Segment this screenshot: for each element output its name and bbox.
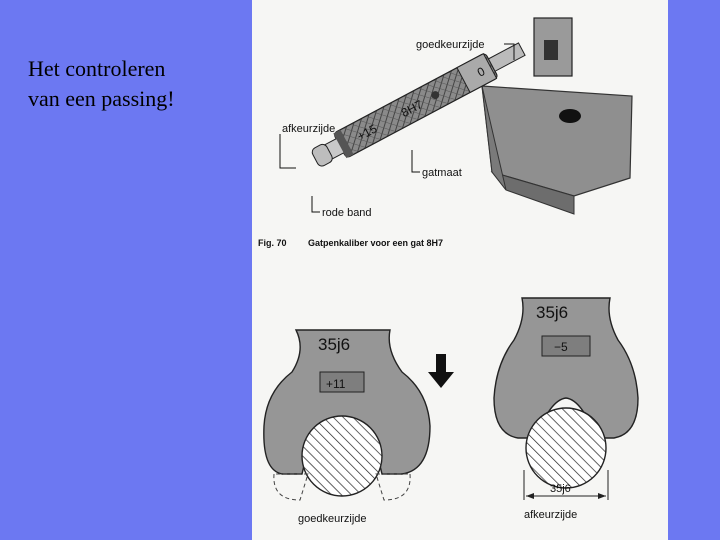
snap-right-size: 35j6: [536, 303, 568, 322]
slide-title: Het controleren van een passing!: [28, 56, 175, 111]
leader-gatmaat: [411, 150, 420, 173]
holder-hole: [559, 109, 581, 123]
holder-front: [481, 85, 507, 191]
no-go-tip: [311, 143, 333, 167]
snap-gauge-left-dashed: [273, 473, 411, 501]
label-afkeurzijde-bottom: afkeurzijde: [524, 509, 577, 521]
shaft-right: [525, 407, 607, 489]
gauge-illustration: 0 8H7 +15 goedkeurzijde afkeurzijde gatm…: [258, 17, 639, 525]
snap-gauge-left-plate: [319, 371, 365, 393]
dimension-arrow-left: [526, 493, 534, 499]
clamp-slot: [544, 40, 558, 60]
label-afkeurzijde-top: afkeurzijde: [282, 123, 335, 135]
caption-text: Gatpenkaliber voor een gat 8H7: [308, 238, 443, 248]
down-arrow-icon: [428, 354, 454, 388]
snap-gauge-left: 35j6 +11 goedkeurzijde: [263, 329, 431, 525]
gauge-screw: [431, 91, 440, 100]
caption-number: Fig. 70: [258, 238, 287, 248]
leader-afkeurzijde: [279, 134, 296, 169]
figure-panel: 0 8H7 +15 goedkeurzijde afkeurzijde gatm…: [252, 0, 668, 540]
snap-gauge-right-body: [493, 297, 639, 439]
gauge-end-band: [456, 52, 498, 94]
label-goedkeurzijde-top: goedkeurzijde: [416, 39, 485, 51]
go-pin: [487, 42, 526, 72]
dimension-arrow-right: [598, 493, 606, 499]
plug-gauge-drawing: 0 8H7 +15 goedkeurzijde afkeurzijde gatm…: [258, 17, 633, 248]
dimension-label: 35j6: [550, 483, 571, 495]
red-band: [333, 129, 354, 159]
snap-right-deviation: −5: [554, 340, 568, 354]
shaft-left: [301, 415, 383, 497]
snap-gauge-right-plate: [541, 335, 591, 357]
label-rode-band: rode band: [322, 207, 372, 219]
snap-gauge-right: 35j6 −5 35j6 afkeurzijde: [493, 297, 639, 521]
label-goedkeurzijde-bottom: goedkeurzijde: [298, 513, 367, 525]
snap-left-size: 35j6: [318, 335, 350, 354]
snap-left-deviation: +11: [326, 377, 346, 391]
leader-goedkeurzijde: [504, 43, 515, 60]
leader-rode-band: [311, 196, 320, 213]
label-gatmaat: gatmaat: [422, 167, 462, 179]
